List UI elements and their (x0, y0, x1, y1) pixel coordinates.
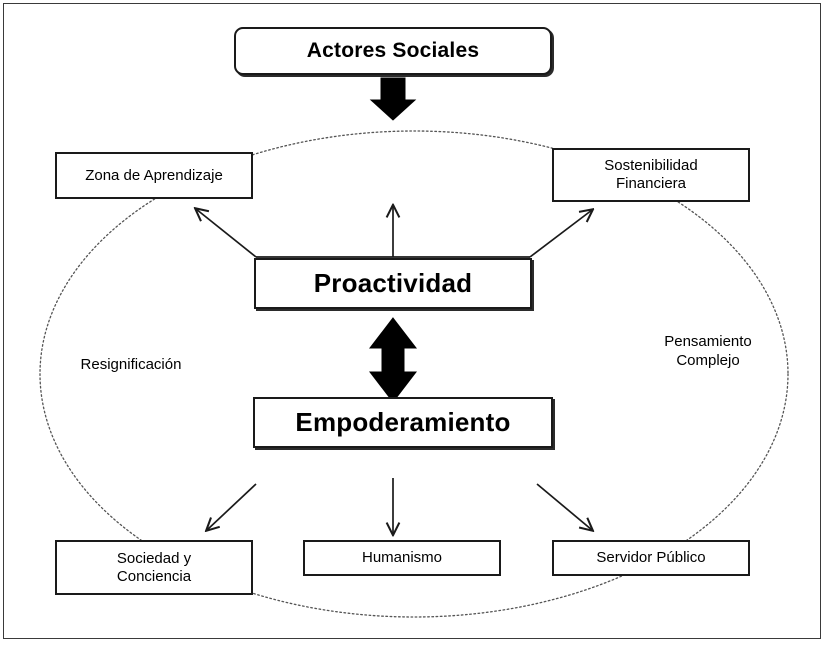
node-humanismo-label: Humanismo (361, 549, 443, 567)
node-empoderamiento-label: Empoderamiento (295, 407, 511, 438)
node-sostenibilidad-financiera[interactable]: Sostenibilidad Financiera (552, 148, 750, 202)
node-sociedad-conciencia[interactable]: Sociedad y Conciencia (55, 540, 253, 595)
node-empoderamiento[interactable]: Empoderamiento (253, 397, 553, 448)
node-humanismo[interactable]: Humanismo (303, 540, 501, 576)
node-servidor-publico-label: Servidor Público (596, 549, 706, 567)
node-sociedad-conciencia-label: Sociedad y Conciencia (116, 549, 192, 585)
node-servidor-publico[interactable]: Servidor Público (552, 540, 750, 576)
ring-caption-pensamiento-complejo: Pensamiento Complejo (664, 333, 752, 369)
node-zona-aprendizaje-label: Zona de Aprendizaje (85, 166, 223, 184)
node-actores-sociales-label: Actores Sociales (306, 38, 480, 62)
node-proactividad-label: Proactividad (313, 268, 473, 299)
node-actores-sociales[interactable]: Actores Sociales (234, 27, 552, 75)
node-proactividad[interactable]: Proactividad (254, 258, 532, 309)
node-sostenibilidad-financiera-label: Sostenibilidad Financiera (604, 157, 698, 192)
node-zona-aprendizaje[interactable]: Zona de Aprendizaje (55, 152, 253, 199)
ring-caption-resignificacion: Resignificación (80, 356, 182, 373)
